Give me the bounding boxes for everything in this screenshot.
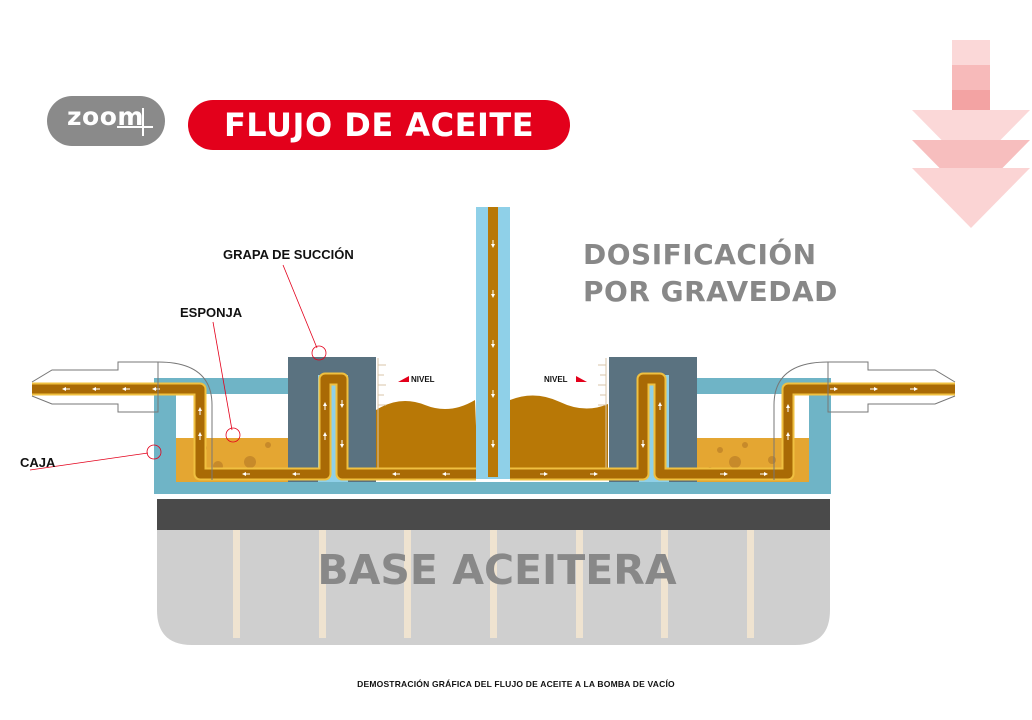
nivel-marker-left (398, 376, 409, 382)
heading-line-2: POR GRAVEDAD (583, 275, 838, 308)
figure-caption: DEMOSTRACIÓN GRÁFICA DEL FLUJO DE ACEITE… (357, 679, 675, 689)
nivel-label-left: NIVEL (411, 375, 435, 384)
page-title: FLUJO DE ACEITE (188, 100, 570, 150)
gravity-arrow-icon (912, 40, 1030, 228)
esponja-label: ESPONJA (180, 305, 243, 320)
dosificacion-heading: DOSIFICACIÓN POR GRAVEDAD (583, 236, 838, 310)
base-aceitera-label: BASE ACEITERA (317, 546, 676, 594)
heading-line-1: DOSIFICACIÓN (583, 238, 817, 271)
nivel-marker-right (576, 376, 587, 382)
nivel-label-right: NIVEL (544, 375, 568, 384)
base-aceitera (157, 499, 830, 645)
hose-barb-left (31, 361, 213, 480)
logo-underline (117, 126, 153, 128)
oil-reservoir-left (376, 400, 478, 478)
zoom-logo: zoom (47, 96, 165, 146)
caja-label: CAJA (20, 455, 56, 470)
grapa-label: GRAPA DE SUCCIÓN (223, 247, 354, 262)
hose-barb-right (773, 361, 956, 480)
oil-reservoir-right (510, 395, 608, 478)
logo-divider (142, 108, 144, 136)
